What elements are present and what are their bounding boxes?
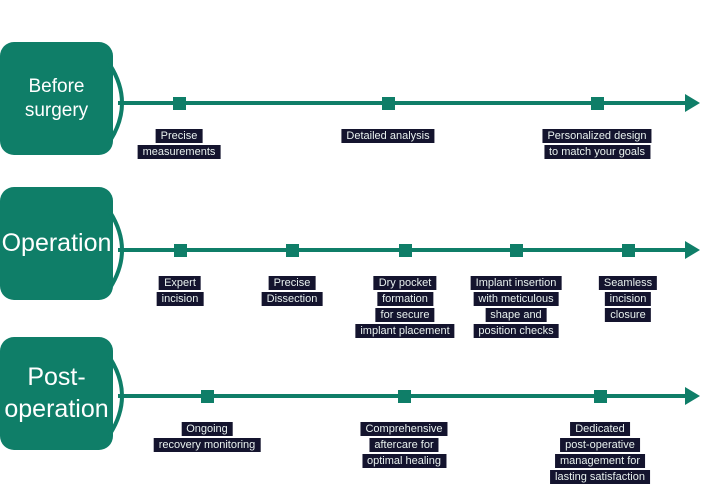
milestone-label: Seamless incision closure [598, 276, 658, 324]
milestone-label-line: for secure [375, 308, 435, 322]
milestone-label-line: Precise [155, 129, 203, 143]
phase-label-line: operation [4, 394, 109, 423]
milestone-marker [173, 243, 187, 257]
milestone-label-line: shape and [485, 308, 547, 322]
phase-box-operation: Operation [0, 187, 113, 300]
milestone-label: Expert incision [156, 276, 204, 308]
milestone-label-line: implant placement [355, 324, 455, 338]
milestone-marker [621, 243, 635, 257]
milestone-label-line: lasting satisfaction [550, 470, 650, 484]
timeline-arrowhead [685, 241, 700, 259]
milestone-label: Dry pocket formation for secure implant pla… [355, 276, 455, 340]
milestone-label-line: Implant insertion [470, 276, 562, 290]
milestone-label: Implant insertion with meticulous shape an… [470, 276, 562, 340]
milestone-label: Precise measurements [137, 129, 221, 161]
milestone-label-line: Ongoing [181, 422, 233, 436]
milestone-marker [397, 389, 411, 403]
milestone-marker [172, 96, 186, 110]
milestone-label-line: management for [554, 454, 646, 468]
timeline-line [118, 101, 685, 105]
milestone-marker [590, 96, 604, 110]
milestone-label-line: Expert [159, 276, 201, 290]
timeline-arrowhead [685, 94, 700, 112]
milestone-marker [593, 389, 607, 403]
milestone-label-line: aftercare for [369, 438, 439, 452]
milestone-marker [200, 389, 214, 403]
milestone-label-line: incision [604, 292, 652, 306]
milestone-label-line: Precise [268, 276, 316, 290]
milestone-label-line: Seamless [598, 276, 658, 290]
milestone-label-line: Personalized design [542, 129, 652, 143]
milestone-label-line: optimal healing [361, 454, 446, 468]
milestone-label-line: position checks [473, 324, 559, 338]
timeline-arrowhead [685, 387, 700, 405]
phase-label-line: Operation [1, 228, 112, 257]
milestone-label-line: with meticulous [473, 292, 559, 306]
milestone-marker [381, 96, 395, 110]
milestone-label: Detailed analysis [341, 129, 435, 145]
milestone-label-line: Dry pocket [373, 276, 437, 290]
milestone-label-line: measurements [137, 145, 221, 159]
phase-label-line: surgery [24, 99, 89, 121]
milestone-label-line: Detailed analysis [341, 129, 435, 143]
milestone-marker [398, 243, 412, 257]
milestone-marker [285, 243, 299, 257]
milestone-label-line: recovery monitoring [153, 438, 261, 452]
milestone-label-line: to match your goals [543, 145, 650, 159]
milestone-label: Dedicated post-operative management for las… [550, 422, 650, 486]
milestone-label-line: Dedicated [570, 422, 630, 436]
milestone-label-line: formation [377, 292, 433, 306]
milestone-label: Personalized design to match your goals [542, 129, 652, 161]
milestone-label-line: incision [156, 292, 204, 306]
phase-label-line: Post- [27, 363, 86, 392]
milestone-label-line: post-operative [560, 438, 640, 452]
milestone-label: Comprehensive aftercare for optimal healin… [360, 422, 448, 470]
milestone-marker [509, 243, 523, 257]
milestone-label-line: Dissection [261, 292, 323, 306]
milestone-label-line: Comprehensive [360, 422, 448, 436]
milestone-label: Ongoing recovery monitoring [153, 422, 261, 454]
phase-box-post-operation: Post-operation [0, 337, 113, 450]
milestone-label-line: closure [605, 308, 651, 322]
phase-label-line: Before [28, 75, 85, 97]
